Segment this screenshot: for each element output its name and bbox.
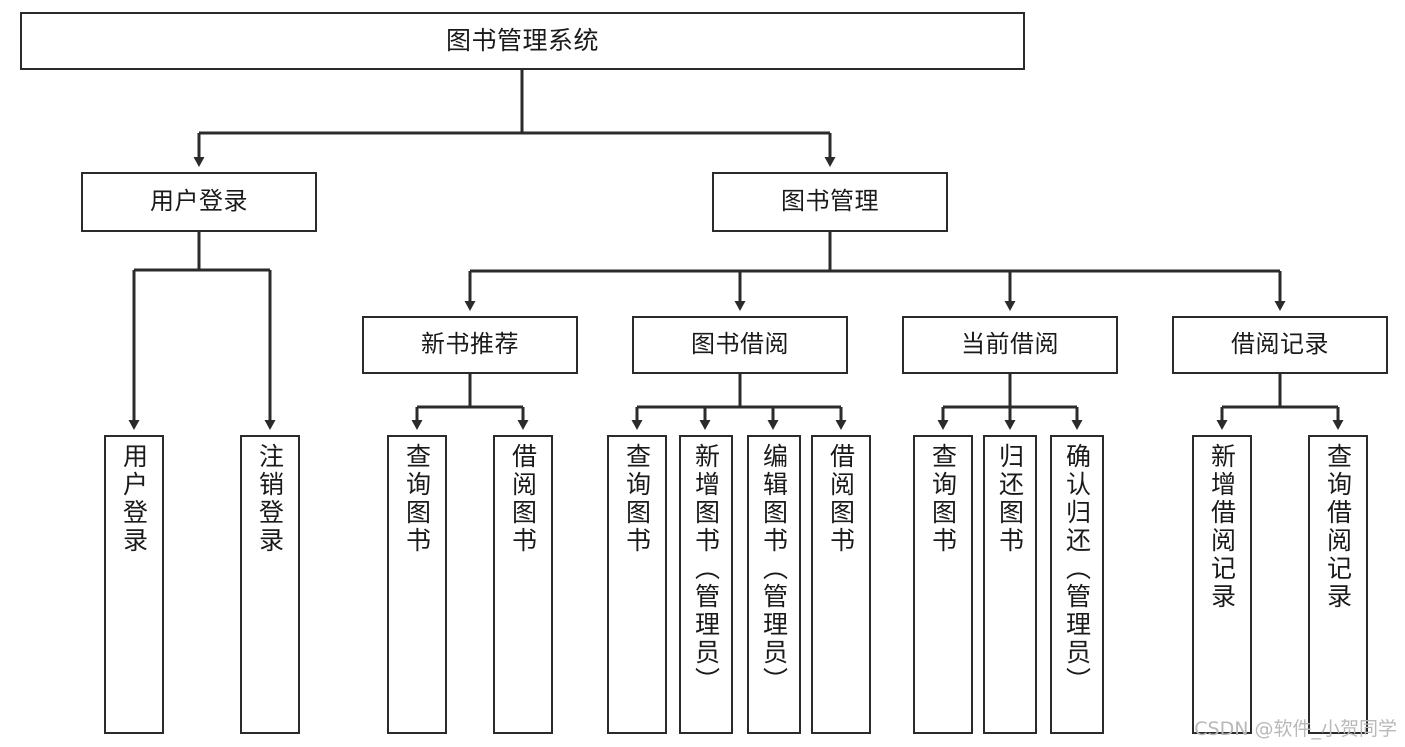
node-label: 新书推荐	[421, 330, 519, 359]
node-label: 图书借阅	[691, 330, 789, 359]
node-label: 查询借阅记录	[1323, 443, 1353, 611]
csdn-watermark: CSDN @软件_小贺同学	[1194, 718, 1397, 740]
node-book-borrow[interactable]: 图书借阅	[632, 316, 848, 374]
node-label: 确认归还（管理员）	[1062, 443, 1092, 695]
node-label: 借阅记录	[1231, 330, 1329, 359]
node-label: 查询图书	[402, 443, 432, 555]
node-label: 用户登录	[150, 187, 248, 216]
node-label: 图书管理	[781, 187, 879, 216]
node-label: 借阅图书	[508, 443, 538, 555]
leaf-query-book-recommend[interactable]: 查询图书	[387, 435, 447, 734]
node-book-management[interactable]: 图书管理	[712, 172, 948, 232]
node-label: 注销登录	[255, 443, 285, 555]
leaf-borrow-book[interactable]: 借阅图书	[811, 435, 871, 734]
leaf-user-login[interactable]: 用户登录	[104, 435, 164, 734]
leaf-query-borrow-record[interactable]: 查询借阅记录	[1308, 435, 1368, 734]
leaf-borrow-book-recommend[interactable]: 借阅图书	[493, 435, 553, 734]
node-label: 借阅图书	[826, 443, 856, 555]
node-new-book-recommend[interactable]: 新书推荐	[362, 316, 578, 374]
node-label: 图书管理系统	[445, 25, 599, 55]
node-label: 当前借阅	[961, 330, 1059, 359]
node-label: 新增借阅记录	[1207, 443, 1237, 611]
leaf-confirm-return-admin[interactable]: 确认归还（管理员）	[1050, 435, 1104, 734]
node-root-system[interactable]: 图书管理系统	[20, 12, 1025, 70]
node-user-login[interactable]: 用户登录	[81, 172, 317, 232]
node-label: 用户登录	[119, 443, 149, 555]
node-label: 查询图书	[622, 443, 652, 555]
leaf-add-book-admin[interactable]: 新增图书（管理员）	[679, 435, 733, 734]
node-borrow-record[interactable]: 借阅记录	[1172, 316, 1388, 374]
node-current-borrow[interactable]: 当前借阅	[902, 316, 1118, 374]
leaf-add-borrow-record[interactable]: 新增借阅记录	[1192, 435, 1252, 734]
node-label: 归还图书	[995, 443, 1025, 555]
node-label: 新增图书（管理员）	[691, 443, 721, 695]
node-label: 编辑图书（管理员）	[759, 443, 789, 695]
leaf-return-book[interactable]: 归还图书	[983, 435, 1037, 734]
node-label: 查询图书	[928, 443, 958, 555]
leaf-query-book-borrow[interactable]: 查询图书	[607, 435, 667, 734]
leaf-edit-book-admin[interactable]: 编辑图书（管理员）	[747, 435, 801, 734]
leaf-query-book-current[interactable]: 查询图书	[913, 435, 973, 734]
leaf-logout[interactable]: 注销登录	[240, 435, 300, 734]
